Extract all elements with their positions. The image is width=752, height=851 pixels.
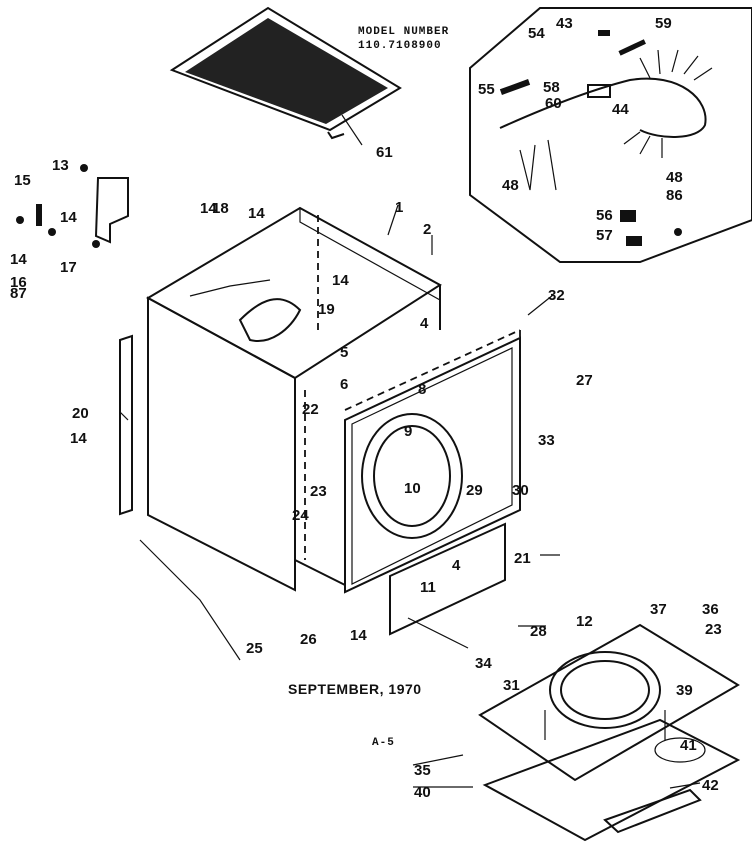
callout-59: 59 [655,15,672,32]
callout-60: 60 [545,95,562,112]
callout-30: 30 [512,482,529,499]
callout-40: 40 [414,784,431,801]
callout-8: 8 [418,381,426,398]
callout-14e: 14 [70,430,87,447]
wiring-harness-inset [469,7,752,263]
cabinet-shell [119,206,442,592]
callout-29: 29 [466,482,483,499]
callout-31: 31 [503,677,520,694]
callout-14d: 14 [332,272,349,289]
callout-22: 22 [302,401,319,418]
bracket-assembly [16,164,129,248]
callout-28: 28 [530,623,547,640]
leader-lines [119,114,701,789]
callout-4: 4 [420,315,429,332]
callout-18: 18 [212,200,229,217]
callout-14g: 14 [200,200,217,217]
callout-1: 1 [395,199,403,216]
callout-58: 58 [543,79,560,96]
callout-26: 26 [300,631,317,648]
callout-37: 37 [650,601,667,618]
lint-screen-mesh [185,18,388,124]
callout-57: 57 [596,227,613,244]
callout-25: 25 [246,640,263,657]
callout-44: 44 [612,101,629,118]
callout-14b: 14 [10,251,27,268]
callout-6: 6 [340,376,348,393]
callout-10: 10 [404,480,421,497]
callout-14c: 14 [248,205,265,222]
callout-86: 86 [666,187,683,204]
callout-41: 41 [680,737,697,754]
callout-5: 5 [340,344,348,361]
callout-14a: 14 [60,209,77,226]
callout-42: 42 [702,777,719,794]
callout-87: 87 [10,285,27,302]
callout-48b: 48 [666,169,683,186]
callout-17: 17 [60,259,77,276]
callout-32: 32 [548,287,565,304]
callout-13: 13 [52,157,69,174]
callout-16: 16 [10,274,27,291]
callout-54: 54 [528,25,545,42]
callout-56: 56 [596,207,613,224]
callout-15: 15 [14,172,31,189]
callout-39: 39 [676,682,693,699]
callout-21: 21 [514,550,531,567]
callout-36: 36 [702,601,719,618]
callout-19: 19 [318,301,335,318]
callout-24: 24 [292,507,309,524]
callout-20: 20 [72,405,89,422]
callout-23b: 23 [705,621,722,638]
callout-2: 2 [423,221,431,238]
date-caption: SEPTEMBER, 1970 [288,681,422,697]
callout-9: 9 [404,423,412,440]
door-opening [361,413,463,539]
lint-screen-part [169,6,402,140]
callout-labels: 1 2 4 4 5 6 8 9 10 11 12 13 14 14 14 14 … [10,15,722,801]
callout-12: 12 [576,613,593,630]
callout-61: 61 [376,144,393,161]
callout-11: 11 [420,579,436,596]
toe-panel [389,522,506,636]
callout-27: 27 [576,372,593,389]
callout-43: 43 [556,15,573,32]
model-number-heading: MODEL NUMBER [358,26,449,38]
callout-14f: 14 [350,627,367,644]
base-bulkhead [478,623,741,842]
model-number-value: 110.7108900 [358,40,442,52]
callout-34: 34 [475,655,492,672]
callout-33: 33 [538,432,555,449]
callout-48a: 48 [502,177,519,194]
front-panel [344,329,521,594]
callout-55: 55 [478,81,495,98]
callout-4b: 4 [452,557,461,574]
page-reference: A-5 [372,737,395,749]
callout-35: 35 [414,762,431,779]
callout-23a: 23 [310,483,327,500]
